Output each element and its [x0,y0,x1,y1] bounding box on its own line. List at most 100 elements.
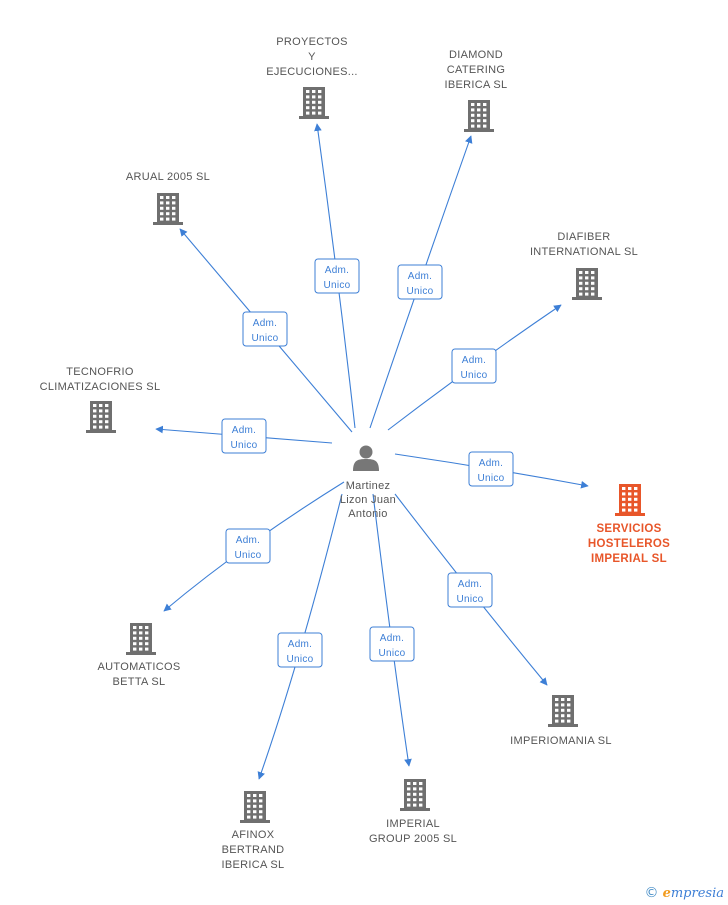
building-icon-afinox[interactable] [240,791,270,823]
building-window [419,782,423,785]
building-window [145,647,149,651]
role-badge-box [314,258,360,294]
building-window [145,636,149,640]
building-window [306,111,310,115]
building-window [247,794,251,797]
building-icon-proyectos[interactable] [299,87,329,119]
role-badge-servicios[interactable]: Adm.Unico [468,451,514,487]
role-badge-text: Adm. [462,355,487,366]
building-window [483,124,487,128]
building-window [471,113,475,117]
building-window [166,196,170,199]
role-badge-proyectos[interactable]: Adm.Unico [314,258,360,294]
brand-name: mpresia [670,886,724,901]
company-label-line: BETTA SL [113,676,166,688]
role-badge-tecnofrio[interactable]: Adm.Unico [221,418,267,454]
building-window [634,503,638,507]
building-base [299,116,329,119]
company-label-proyectos[interactable]: PROYECTOSYEJECUCIONES... [266,36,358,78]
building-window [561,708,565,712]
role-badge-arual[interactable]: Adm.Unico [242,311,288,347]
building-icon-imperiomania[interactable] [548,695,578,727]
building-base [548,724,578,727]
person-body [353,459,379,471]
building-window [166,212,170,216]
building-window [133,636,137,640]
person-icon[interactable] [353,445,379,472]
company-label-line: ARUAL 2005 SL [126,171,210,183]
company-label-imperiomania[interactable]: IMPERIOMANIA SL [510,735,612,747]
building-window [247,810,251,814]
building-window [407,803,411,807]
building-window [561,703,565,707]
role-badge-imperiomania[interactable]: Adm.Unico [447,572,493,608]
building-window [407,798,411,802]
building-window [477,103,481,106]
building-window [172,212,176,216]
building-icon-diamond[interactable] [464,100,494,132]
building-window [318,100,322,104]
company-label-line: IMPERIAL [386,818,440,830]
building-window [166,201,170,205]
building-window [318,90,322,93]
building-window [160,196,164,199]
building-window [172,196,176,199]
building-window [312,100,316,104]
role-badge-box [277,632,323,668]
building-window [477,108,481,112]
building-icon-imperialgroup[interactable] [400,779,430,811]
company-label-line: IMPERIOMANIA SL [510,735,612,747]
role-badge-text: Adm. [236,535,261,546]
building-window [105,425,109,429]
building-window [585,271,589,274]
building-window [628,497,632,501]
building-window [139,631,143,635]
role-badge-afinox[interactable]: Adm.Unico [277,632,323,668]
role-badge-diafiber[interactable]: Adm.Unico [451,348,497,384]
role-badge-text: Adm. [479,458,504,469]
building-window [318,106,322,110]
role-badge-text: Adm. [458,579,483,590]
building-window [579,276,583,280]
building-window [585,276,589,280]
building-window [172,206,176,210]
building-icon-automaticos[interactable] [126,623,156,655]
building-icon-diafiber[interactable] [572,268,602,300]
building-window [477,119,481,123]
building-window [99,404,103,407]
company-label-arual[interactable]: ARUAL 2005 SL [126,171,210,183]
building-icon-tecnofrio[interactable] [86,401,116,433]
building-window [312,111,316,115]
building-window [634,497,638,501]
building-icon-servicios[interactable] [615,484,645,516]
building-window [413,787,417,791]
role-badge-imperialgroup[interactable]: Adm.Unico [369,626,415,662]
company-label-line: AFINOX [232,829,275,841]
role-badge-text: Adm. [325,265,350,276]
role-badge-text: Unico [251,333,278,344]
building-window [579,271,583,274]
role-badge-box [451,348,497,384]
building-window [477,124,481,128]
role-badge-box [468,451,514,487]
building-icon-arual[interactable] [153,193,183,225]
building-window [160,212,164,216]
building-window [419,787,423,791]
person-name-line: Martinez [346,480,391,492]
building-window [105,414,109,418]
company-label-line: TECNOFRIO [66,366,134,378]
role-badge-diamond[interactable]: Adm.Unico [397,264,443,300]
building-window [253,815,257,819]
building-window [579,287,583,291]
role-badge-automaticos[interactable]: Adm.Unico [225,528,271,564]
building-window [99,409,103,413]
